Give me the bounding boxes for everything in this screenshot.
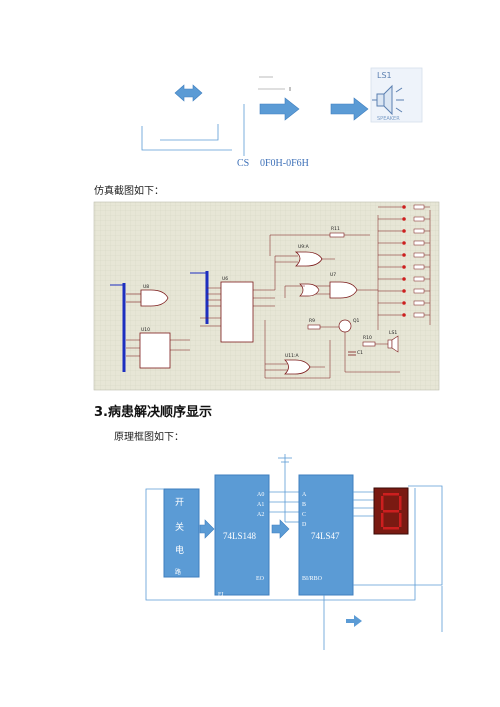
- led-indicator: [402, 289, 406, 293]
- svg-text:Q1: Q1: [353, 318, 360, 324]
- chip-u10: [139, 332, 171, 369]
- decoder-label: 74LS47: [311, 531, 340, 541]
- svg-text:LS1: LS1: [389, 330, 397, 336]
- gate-u11a: [284, 359, 311, 375]
- speaker-name: LS1: [377, 71, 392, 80]
- svg-text:A1: A1: [257, 502, 264, 508]
- svg-text:B: B: [302, 502, 306, 508]
- svg-text:A0: A0: [257, 492, 264, 498]
- switch-char: 关: [175, 521, 184, 532]
- svg-text:U11:A: U11:A: [285, 353, 300, 359]
- gate-u9a: [294, 251, 323, 267]
- bracket-line: [160, 124, 219, 141]
- right-arrow-icon: [330, 97, 369, 121]
- right-arrow-icon: [199, 519, 215, 539]
- right-arrow-icon: [346, 615, 362, 627]
- switch-char: 电: [175, 544, 184, 555]
- led-indicator: [402, 217, 406, 221]
- led-indicator: [402, 301, 406, 305]
- svg-text:U8: U8: [143, 284, 149, 290]
- led-indicator: [402, 205, 406, 209]
- svg-text:R11: R11: [331, 226, 340, 232]
- led-indicator: [402, 229, 406, 233]
- seven-segment-display: [373, 487, 409, 535]
- led-indicator: [402, 277, 406, 281]
- bracket-line: [141, 126, 232, 151]
- svg-text:EO: EO: [256, 576, 265, 582]
- svg-text:C1: C1: [357, 350, 363, 356]
- cs-label: CS: [237, 158, 250, 169]
- encoder-74ls148: [214, 474, 270, 596]
- double-arrow-icon: [174, 84, 203, 102]
- address-range: 0F0H-0F6H: [260, 158, 309, 169]
- svg-text:R10: R10: [363, 335, 372, 341]
- encoder-label: 74LS148: [223, 531, 257, 541]
- led-array: [378, 204, 430, 318]
- chip-u6: [220, 281, 254, 343]
- right-arrow-icon: [259, 97, 300, 121]
- led-indicator: [402, 265, 406, 269]
- block-diagram-caption: 原理框图如下：: [114, 432, 184, 443]
- svg-text:C: C: [302, 512, 306, 518]
- switch-char: 路: [175, 568, 181, 576]
- speaker-symbol: LS1 SPEAKER: [370, 67, 423, 123]
- speaker-caption: SPEAKER: [377, 116, 400, 122]
- section-title: 病患解决顺序显示: [107, 405, 212, 420]
- led-indicator: [402, 313, 406, 317]
- section-heading: 3.病患解决顺序显示: [94, 401, 212, 420]
- svg-text:U10: U10: [141, 327, 150, 333]
- svg-text:U6: U6: [222, 276, 228, 282]
- decoder-74ls47: [298, 474, 354, 596]
- gate-u7: [329, 281, 358, 299]
- svg-text:U9:A: U9:A: [298, 244, 310, 250]
- svg-text:R9: R9: [309, 318, 315, 324]
- svg-text:EI: EI: [218, 592, 224, 598]
- simulation-caption: 仿真截图如下：: [94, 186, 164, 197]
- svg-text:BI/RBO: BI/RBO: [302, 576, 323, 582]
- gate-u8: [140, 289, 169, 307]
- svg-text:A: A: [302, 492, 307, 498]
- switch-circuit-block: [163, 488, 200, 578]
- svg-text:D: D: [302, 522, 307, 528]
- svg-text:U7: U7: [330, 272, 336, 278]
- led-indicator: [402, 253, 406, 257]
- led-indicator: [402, 241, 406, 245]
- switch-char: 开: [175, 497, 184, 507]
- right-arrow-icon: [271, 519, 290, 539]
- svg-text:A2: A2: [257, 512, 264, 518]
- section-number: 3.: [94, 405, 108, 420]
